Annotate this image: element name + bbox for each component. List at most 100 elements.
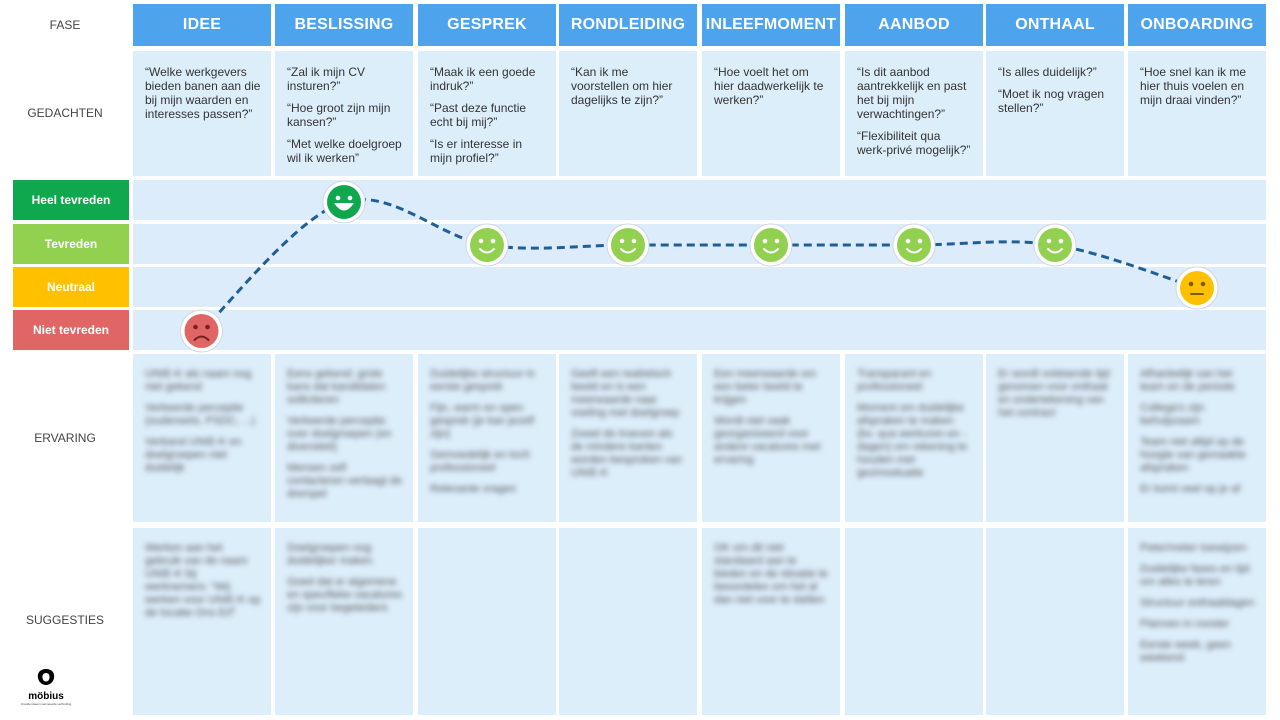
row-label-ervaring: ERVARING: [34, 431, 96, 445]
suggestie-cell: [845, 528, 983, 715]
suggestie-cell: [986, 528, 1124, 715]
thought-quote: “Kan ik me voorstellen om hier dagelijks…: [571, 65, 673, 107]
thought-cell: “Zal ik mijn CV insturen?” “Hoe groot zij…: [275, 51, 413, 176]
ervaring-text: Eens gekend: grote kans dat kandidaten s…: [287, 368, 386, 406]
ervaring-text: Gemoedelijk en toch professioneel: [430, 449, 531, 474]
ervaring-text: Relevante vragen: [430, 483, 517, 495]
thought-quote: “Welke werkgevers bieden banen aan die b…: [145, 65, 261, 121]
suggestie-text: Plannen in rooster: [1140, 618, 1230, 630]
ervaring-text: Fijn, warm en open gesprek (je kan jezel…: [430, 402, 534, 440]
scale-tevreden: Tevreden: [13, 224, 129, 264]
ervaring-text: Mensen zelf contacteren verlaagt de drem…: [287, 462, 402, 500]
phase-header: BESLISSING: [275, 4, 413, 46]
logo-tagline: zinvolle ideeën vernieuwde verbinding: [20, 702, 72, 706]
ervaring-text: Afhankelijk van het team en de periode: [1140, 368, 1235, 393]
mood-smiley: [1033, 223, 1077, 267]
mood-smiley: [606, 223, 650, 267]
thought-quote: “Hoe groot zijn mijn kansen?”: [287, 101, 391, 129]
thought-quote: “Hoe snel kan ik me hier thuis voelen en…: [1140, 65, 1247, 107]
ervaring-text: Team niet altijd op de hoogte van gemaak…: [1140, 436, 1246, 474]
thought-quote: “Met welke doelgroep wil ik werken”: [287, 137, 402, 165]
ervaring-text: Transparant en professioneel: [857, 368, 932, 393]
thought-quote: “Hoe voelt het om hier daadwerkelijk te …: [714, 65, 824, 107]
ervaring-text: Wordt niet vaak georganiseerd voor ander…: [714, 415, 821, 466]
suggestie-text: Werken aan het gebruik van de naam UNIE-…: [145, 542, 261, 619]
lane-niet-tevreden: [133, 310, 1266, 350]
suggestie-text: OK om dit niet standaard aan te bieden e…: [714, 542, 828, 606]
thought-quote: “Flexibiliteit qua werk-privé mogelijk?”: [857, 129, 971, 157]
thought-quote: “Moet ik nog vragen stellen?”: [998, 87, 1105, 115]
phase-header: AANBOD: [845, 4, 983, 46]
thought-quote: “Past deze functie echt bij mij?”: [430, 101, 527, 129]
logo-word: möbius: [28, 691, 64, 702]
suggestie-text: Structuur onthaaldagen: [1140, 597, 1255, 609]
suggestie-cell: [559, 528, 697, 715]
mood-smiley: [1175, 266, 1219, 310]
thought-cell: “Is dit aanbod aantrekkelijk en past het…: [845, 51, 983, 176]
row-label-gedachten: GEDACHTEN: [27, 106, 103, 120]
lane-tevreden: [133, 224, 1266, 264]
scale-neutraal: Neutraal: [13, 267, 129, 307]
ervaring-text: Er komt veel op je af: [1140, 483, 1241, 495]
thought-quote: “Is dit aanbod aantrekkelijk en past het…: [857, 65, 967, 121]
suggestie-cell: [418, 528, 556, 715]
suggestie-text: Goed dat er algemene en specifieke vacat…: [287, 576, 402, 614]
ervaring-text: Verkeerde perceptie over doelgroepen (en…: [287, 415, 392, 453]
ervaring-cell: Geeft een realistisch beeld en is een me…: [559, 354, 697, 522]
ervaring-text: Er wordt voldoende tijd genomen voor ont…: [998, 368, 1110, 419]
ervaring-cell: Er wordt voldoende tijd genomen voor ont…: [986, 354, 1124, 522]
thought-quote: “Is er interesse in mijn profiel?”: [430, 137, 523, 165]
thought-cell: “Kan ik me voorstellen om hier dagelijks…: [559, 51, 697, 176]
lane-neutraal: [133, 267, 1266, 307]
suggestie-text: Duidelijke fases en tijd om alles te ler…: [1140, 563, 1250, 588]
thought-cell: “Maak ik een goede indruk?” “Past deze fu…: [418, 51, 556, 176]
phase-header: INLEEFMOMENT: [702, 4, 840, 46]
ervaring-text: Duidelijke structuur in eerste gesprek: [430, 368, 536, 393]
ervaring-text: Verkeerde perceptie (ouderwets, PSDC, ..…: [145, 402, 256, 427]
mobius-logo-icon: [37, 669, 55, 685]
ervaring-text: Zowel de troeven als de mindere kanten w…: [571, 428, 683, 479]
ervaring-cell: Een meerwaarde om een beter beeld te kri…: [702, 354, 840, 522]
thought-quote: “Is alles duidelijk?”: [998, 65, 1097, 79]
ervaring-cell: Eens gekend: grote kans dat kandidaten s…: [275, 354, 413, 522]
thought-quote: “Maak ik een goede indruk?”: [430, 65, 536, 93]
scale-heel-tevreden: Heel tevreden: [13, 180, 129, 220]
ervaring-text: Moment om duidelijke afspraken te maken …: [857, 402, 968, 479]
row-label-suggesties: SUGGESTIES: [25, 613, 105, 627]
suggestie-text: Eerste week, geen weekend: [1140, 639, 1232, 664]
suggestie-cell: Werken aan het gebruik van de naam UNIE-…: [133, 528, 271, 715]
suggestie-cell: OK om dit niet standaard aan te bieden e…: [702, 528, 840, 715]
ervaring-text: UNIE-K als naam nog niet gekend: [145, 368, 252, 393]
ervaring-text: Verband UNIE-K en doelgroepen niet duide…: [145, 436, 242, 474]
thought-cell: “Hoe voelt het om hier daadwerkelijk te …: [702, 51, 840, 176]
ervaring-text: Collega's zijn behulpzaam: [1140, 402, 1205, 427]
phase-header: GESPREK: [418, 4, 556, 46]
mood-smiley: [892, 223, 936, 267]
mood-smiley: [749, 223, 793, 267]
ervaring-text: Geeft een realistisch beeld en is een me…: [571, 368, 680, 419]
thought-quote: “Zal ik mijn CV insturen?”: [287, 65, 366, 93]
lane-heel-tevreden: [133, 180, 1266, 220]
row-label-fase: FASE: [49, 18, 81, 32]
mood-smiley: [465, 223, 509, 267]
thought-cell: “Is alles duidelijk?” “Moet ik nog vragen…: [986, 51, 1124, 176]
phase-header: IDEE: [133, 4, 271, 46]
mood-smiley: [180, 309, 223, 353]
suggestie-text: Doelgroepen nog duidelijker maken: [287, 542, 373, 567]
mood-smiley: [322, 180, 366, 224]
scale-niet-tevreden: Niet tevreden: [13, 310, 129, 350]
thought-cell: “Welke werkgevers bieden banen aan die b…: [133, 51, 271, 176]
phase-header: ONBOARDING: [1128, 4, 1266, 46]
ervaring-text: Een meerwaarde om een beter beeld te kri…: [714, 368, 817, 406]
suggestie-text: Peter/meter toewijzen: [1140, 542, 1247, 554]
phase-header: RONDLEIDING: [559, 4, 697, 46]
thought-cell: “Hoe snel kan ik me hier thuis voelen en…: [1128, 51, 1266, 176]
phase-header: ONTHAAL: [986, 4, 1124, 46]
